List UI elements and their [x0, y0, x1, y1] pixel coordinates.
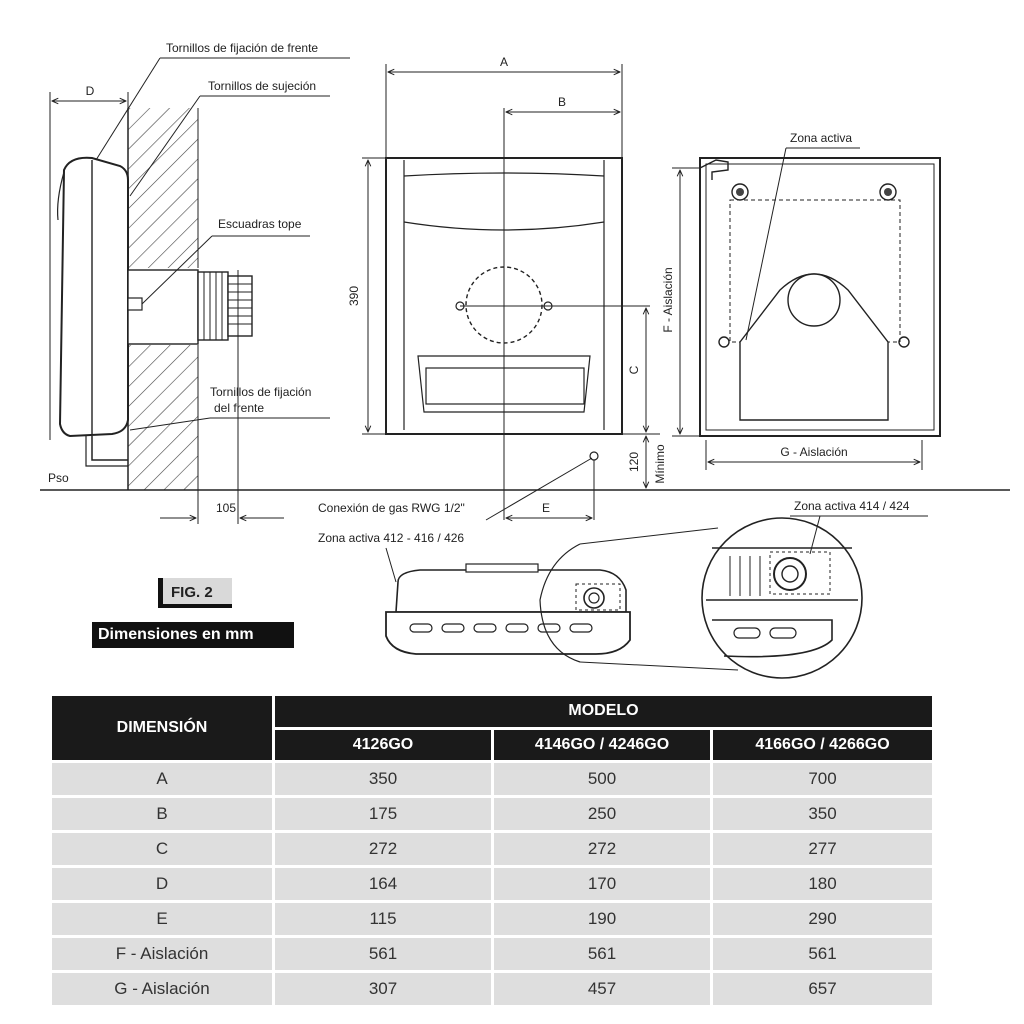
table-cell: 180 — [713, 865, 932, 900]
model-col-1: 4126GO — [275, 729, 494, 760]
row-dimension-name: F - Aislación — [52, 935, 275, 970]
dim-c-label: C — [627, 365, 641, 374]
model-header: MODELO — [275, 696, 932, 730]
table-cell: 170 — [494, 865, 713, 900]
dimension-header: DIMENSIÓN — [52, 696, 275, 760]
dim-a-label: A — [500, 55, 508, 69]
label-minimo: Mínimo — [653, 444, 667, 484]
table-cell: 190 — [494, 900, 713, 935]
table-cell: 350 — [275, 760, 494, 795]
dim-105-label: 105 — [216, 501, 236, 515]
dim-d-label: D — [86, 84, 95, 98]
table-cell: 175 — [275, 795, 494, 830]
table-cell: 561 — [275, 935, 494, 970]
table-cell: 272 — [494, 830, 713, 865]
table-cell: 700 — [713, 760, 932, 795]
label-f-aislacion: F - Aislación — [661, 267, 675, 332]
table-cell: 164 — [275, 865, 494, 900]
dim-120-label: 120 — [627, 452, 641, 472]
label-g-aislacion: G - Aislación — [780, 445, 847, 459]
row-dimension-name: B — [52, 795, 275, 830]
table-row: F - Aislación 561 561 561 — [52, 935, 932, 970]
label-tornillos-sujecion: Tornillos de sujeción — [208, 79, 316, 93]
table-cell: 561 — [494, 935, 713, 970]
table-cell: 115 — [275, 900, 494, 935]
label-escuadras-tope: Escuadras tope — [218, 217, 302, 231]
front-view: A B 390 C 120 Mínimo E Conexión de gas R… — [318, 55, 667, 520]
table-cell: 250 — [494, 795, 713, 830]
technical-drawing: D Tornillos de fijación de frente Tornil… — [40, 41, 1010, 679]
label-conexion-gas: Conexión de gas RWG 1/2" — [318, 501, 465, 515]
dim-b-label: B — [558, 95, 566, 109]
table-cell: 277 — [713, 830, 932, 865]
table-row: B 175 250 350 — [52, 795, 932, 830]
table-row: A 350 500 700 — [52, 760, 932, 795]
table-cell: 457 — [494, 970, 713, 1005]
table-cell: 307 — [275, 970, 494, 1005]
label-tornillos-fijacion-bottom-1: Tornillos de fijación — [210, 385, 311, 399]
model-col-2: 4146GO / 4246GO — [494, 729, 713, 760]
model-col-3: 4166GO / 4266GO — [713, 729, 932, 760]
label-zona-activa-412: Zona activa 412 - 416 / 426 — [318, 531, 464, 545]
label-zona-activa: Zona activa — [790, 131, 852, 145]
table-cell: 500 — [494, 760, 713, 795]
label-zona-activa-414: Zona activa 414 / 424 — [794, 499, 910, 513]
table-row: C 272 272 277 — [52, 830, 932, 865]
table-cell: 272 — [275, 830, 494, 865]
row-dimension-name: E — [52, 900, 275, 935]
row-dimension-name: C — [52, 830, 275, 865]
table-row: E 115 190 290 — [52, 900, 932, 935]
table-cell: 350 — [713, 795, 932, 830]
table-row: G - Aislación 307 457 657 — [52, 970, 932, 1005]
side-view: D Tornillos de fijación de frente Tornil… — [40, 41, 1010, 524]
table-cell: 561 — [713, 935, 932, 970]
label-tornillos-fijacion-frente: Tornillos de fijación de frente — [166, 41, 318, 55]
dim-390-label: 390 — [347, 286, 361, 306]
table-cell: 657 — [713, 970, 932, 1005]
row-dimension-name: G - Aislación — [52, 970, 275, 1005]
rear-view: Zona activa F - Aislación G - Aislación — [661, 131, 941, 470]
top-view: Zona activa 412 - 416 / 426 — [318, 499, 928, 679]
table-cell: 290 — [713, 900, 932, 935]
figure-units-caption: Dimensiones en mm — [92, 622, 294, 648]
dim-e-label: E — [542, 501, 550, 515]
label-tornillos-fijacion-bottom-2: del frente — [214, 401, 264, 415]
row-dimension-name: D — [52, 865, 275, 900]
table-row: D 164 170 180 — [52, 865, 932, 900]
figure-title: FIG. 2 — [158, 578, 232, 608]
row-dimension-name: A — [52, 760, 275, 795]
label-piso: Pso — [48, 471, 69, 485]
dimensions-table: DIMENSIÓN MODELO 4126GO 4146GO / 4246GO … — [52, 696, 932, 1005]
